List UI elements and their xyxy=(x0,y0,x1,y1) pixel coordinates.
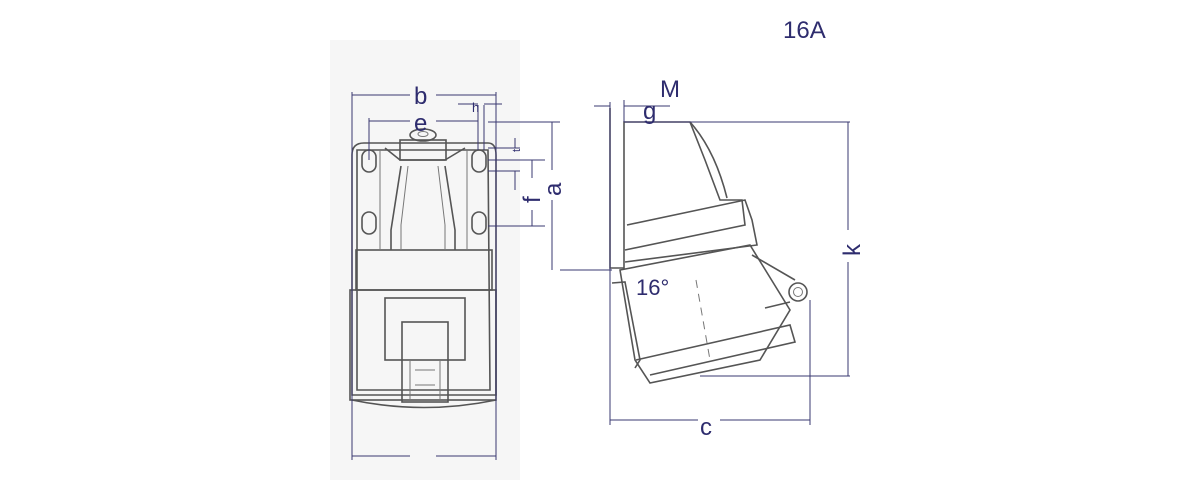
front-view xyxy=(349,128,497,409)
dim-label-M: M xyxy=(660,76,680,103)
dim-label-e: e xyxy=(414,110,427,137)
angle-label: 16° xyxy=(636,275,669,300)
dim-label-b: b xyxy=(414,83,427,110)
rating-label: 16A xyxy=(783,17,826,44)
side-view xyxy=(609,108,808,384)
dim-label-h: h xyxy=(472,100,479,115)
dim-label-t: t xyxy=(511,149,523,152)
front-dimensions xyxy=(351,92,612,460)
dim-label-c: c xyxy=(700,414,712,441)
dim-label-f: f xyxy=(519,196,546,203)
dim-label-k: k xyxy=(839,243,866,256)
dim-label-a: a xyxy=(540,182,567,196)
dim-label-g: g xyxy=(643,98,656,125)
side-dimensions xyxy=(594,100,850,425)
